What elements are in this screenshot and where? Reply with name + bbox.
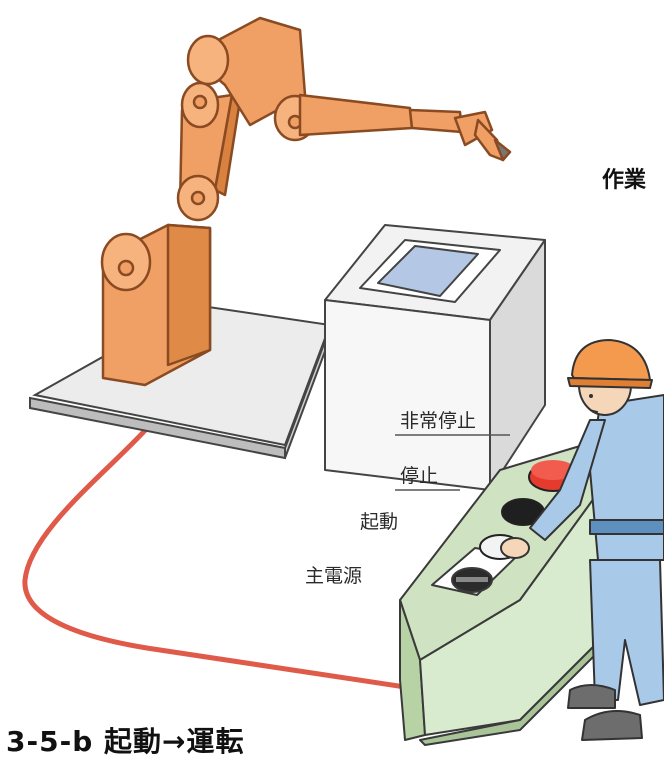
robot-base-plate bbox=[29, 303, 332, 460]
button-labels: 非常停止 停止 起動 主電源 bbox=[305, 410, 510, 587]
stop-label: 停止 bbox=[400, 465, 438, 487]
emergency-stop-label: 非常停止 bbox=[400, 410, 476, 432]
cabinet-screen bbox=[377, 245, 479, 297]
start-label: 起動 bbox=[360, 511, 398, 533]
control-cabinet bbox=[324, 224, 546, 491]
main-power-label: 主電源 bbox=[305, 565, 362, 587]
figure-caption: 3-5-b 起動→運転 bbox=[6, 725, 245, 758]
power-cable bbox=[22, 422, 428, 693]
worker-title-label: 作業 bbox=[602, 168, 647, 193]
worker bbox=[500, 339, 664, 741]
robot-arm bbox=[100, 16, 512, 387]
